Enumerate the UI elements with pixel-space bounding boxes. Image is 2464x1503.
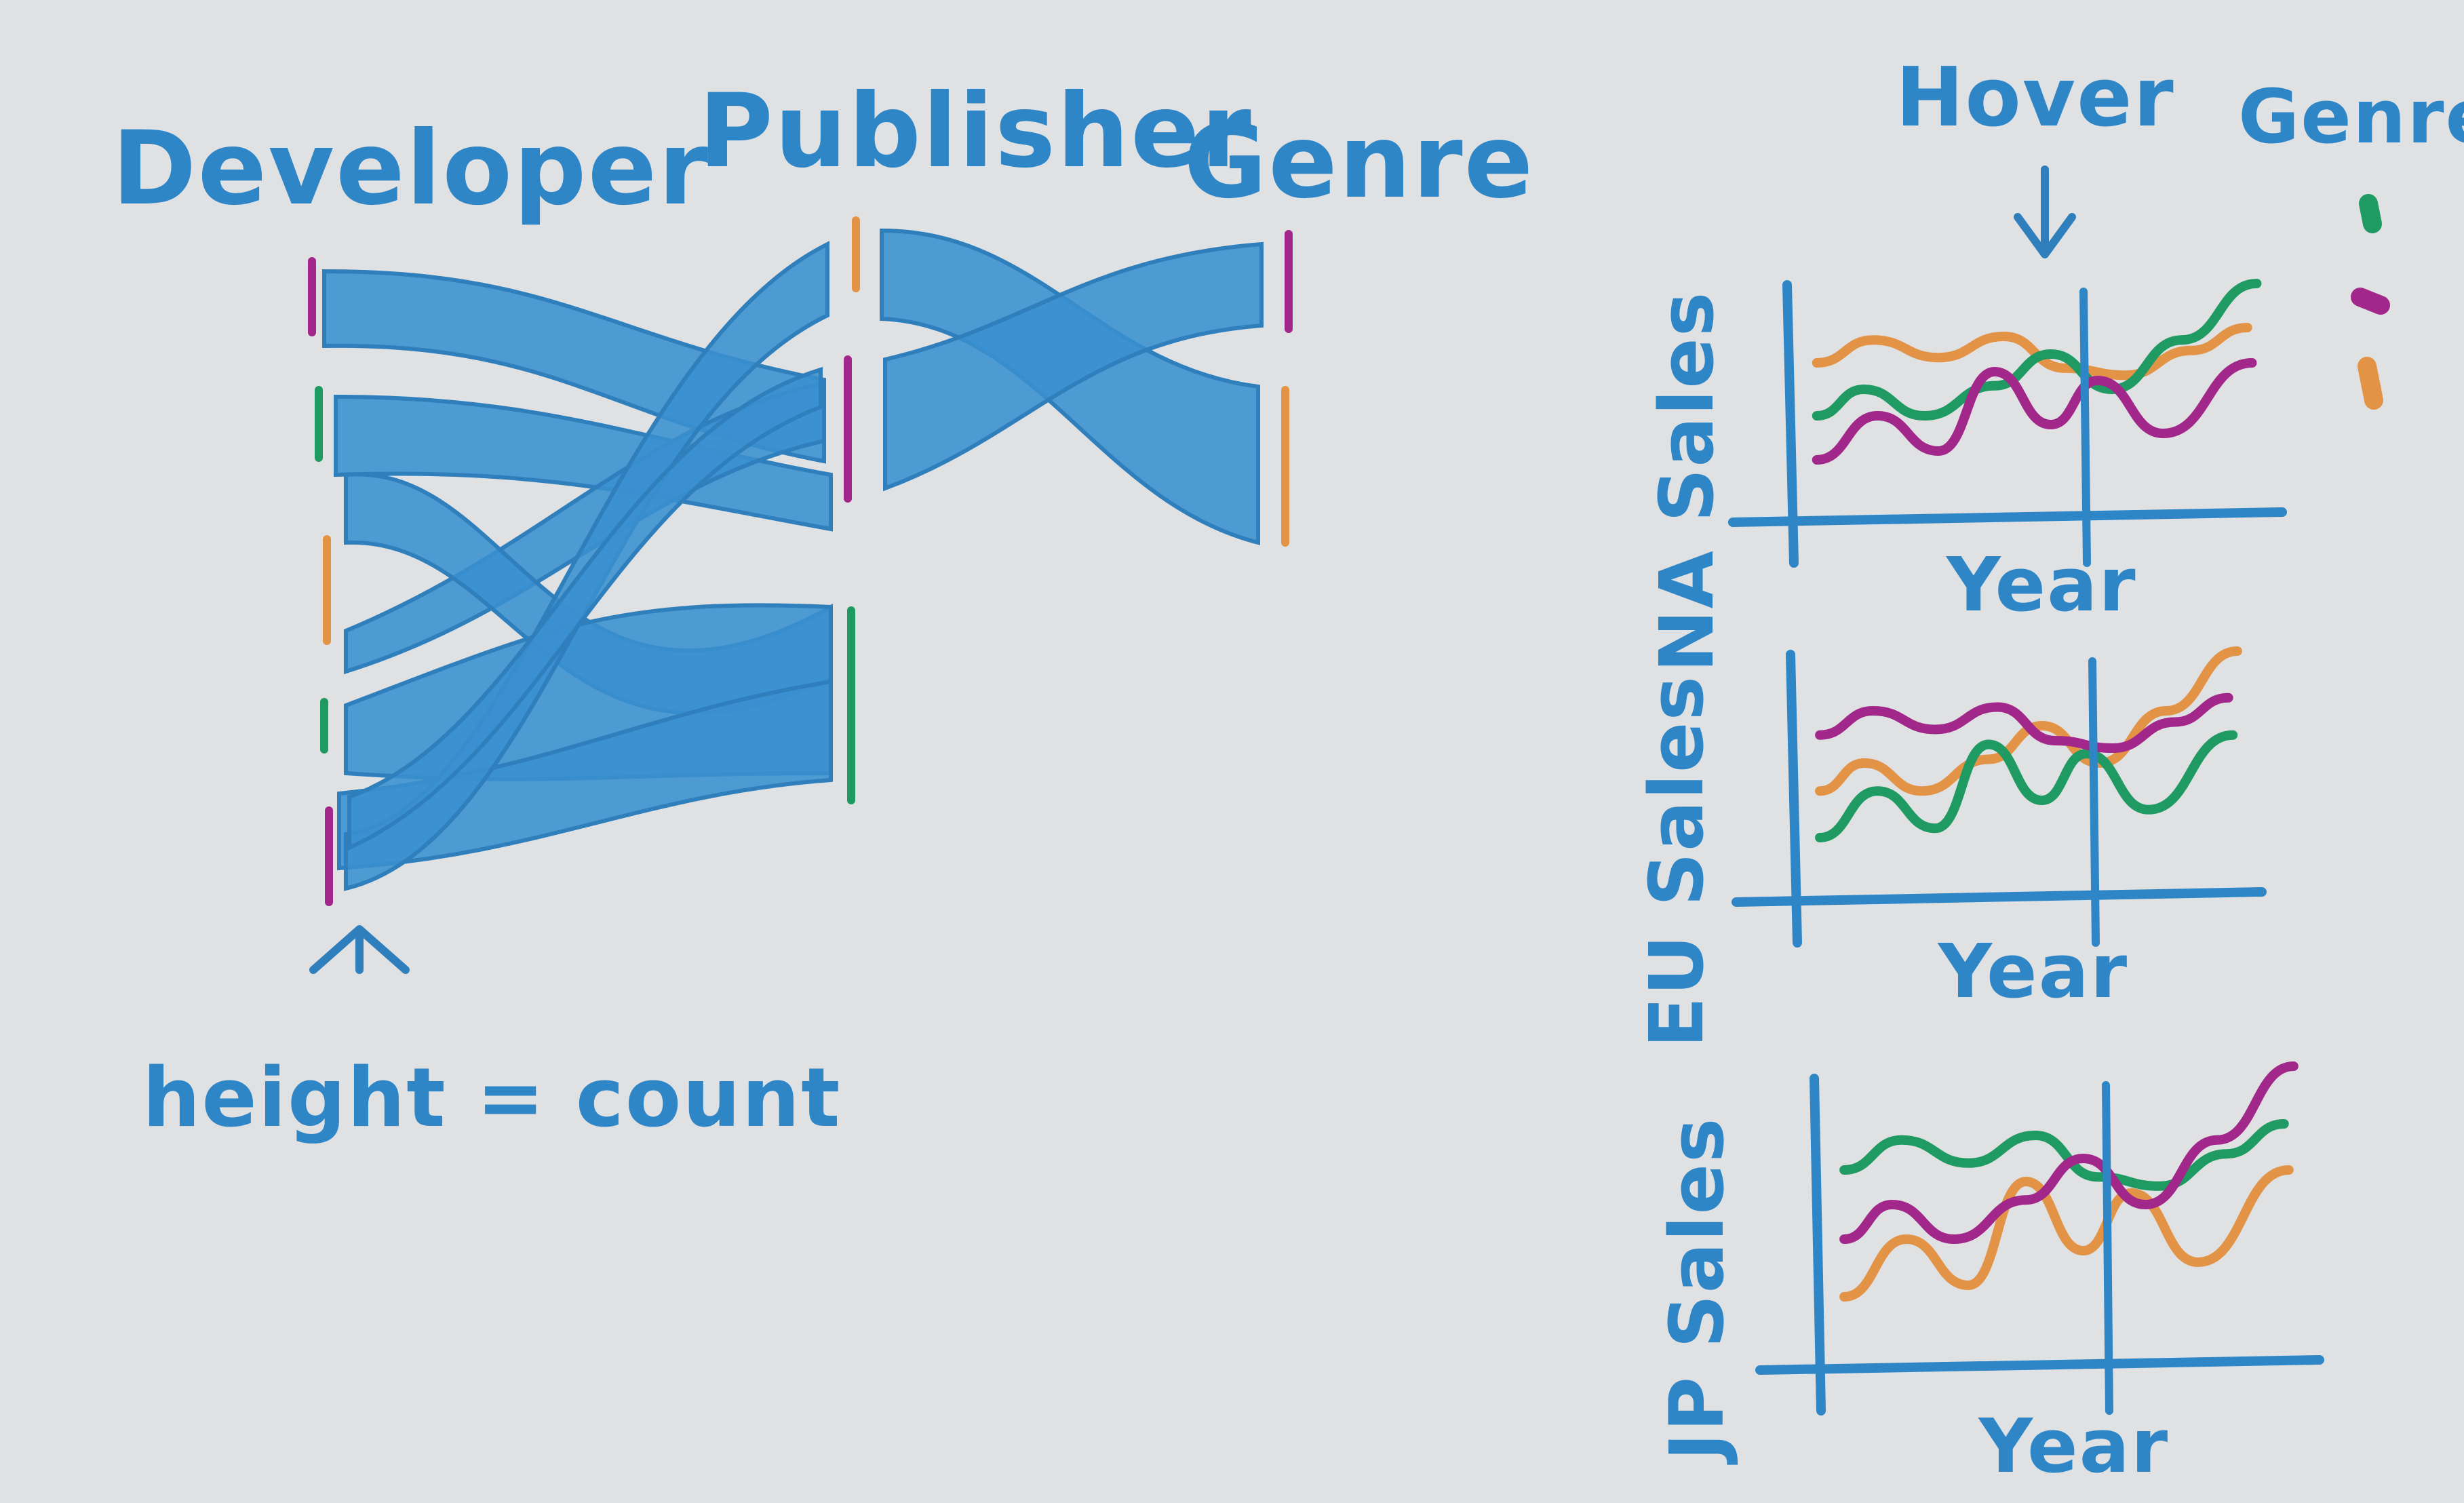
line-chart: Year JP Sales xyxy=(1654,1061,2324,1489)
parallel-sets-diagram: Developer Publisher Genre xyxy=(112,73,1534,1146)
series-line-purple xyxy=(1839,1061,2299,1245)
series-line-green xyxy=(1839,1119,2289,1191)
ribbons-developer-publisher xyxy=(322,241,833,891)
arrow-down-icon xyxy=(2014,165,2076,258)
publisher-nodes xyxy=(844,216,860,804)
hover-line[interactable] xyxy=(2102,1081,2113,1415)
height-count-note: height = count xyxy=(142,1051,842,1146)
y-axis xyxy=(1786,650,1802,948)
line-chart: Year EU Sales xyxy=(1633,646,2267,1048)
series-line-orange xyxy=(1812,323,2252,380)
series-line-purple xyxy=(1815,692,2233,754)
column-title-developer: Developer xyxy=(112,110,709,228)
y-axis-label: EU Sales xyxy=(1633,675,1720,1048)
column-title-genre: Genre xyxy=(1184,103,1534,221)
hover-label: Hover xyxy=(1896,51,2175,145)
legend-swatch-purple xyxy=(2351,288,2390,315)
ribbons-publisher-genre xyxy=(880,228,1264,545)
y-axis-label: JP Sales xyxy=(1654,1116,1740,1465)
ribbon xyxy=(883,241,1264,492)
ribbon xyxy=(347,366,823,851)
y-axis xyxy=(1810,1074,1826,1416)
legend-title: Genres xyxy=(2238,73,2464,160)
x-axis xyxy=(1732,887,2267,907)
legend-swatch-green xyxy=(2359,194,2382,233)
column-title-publisher: Publisher xyxy=(699,73,1253,191)
series-line-green xyxy=(1815,730,2238,842)
x-axis xyxy=(1728,507,2287,527)
x-axis-label: Year xyxy=(1945,541,2137,628)
arrow-up-icon xyxy=(309,925,410,974)
series-line-orange xyxy=(1839,1165,2294,1302)
x-axis xyxy=(1755,1355,2324,1375)
x-axis-label: Year xyxy=(1937,928,2129,1015)
legend-swatch-orange xyxy=(2358,357,2383,410)
y-axis-label: NA Sales xyxy=(1643,291,1730,673)
line-chart: Year NA Sales xyxy=(1643,279,2287,673)
series-line-purple xyxy=(1812,358,2257,465)
series-line-orange xyxy=(1815,646,2242,796)
hover-annotation: Hover xyxy=(1896,51,2175,258)
genre-legend: Genres xyxy=(2238,73,2464,410)
series-line-green xyxy=(1812,279,2262,421)
x-axis-label: Year xyxy=(1978,1403,2170,1489)
genre-nodes xyxy=(1281,230,1293,547)
developer-nodes xyxy=(308,257,333,906)
ribbon xyxy=(337,679,833,871)
legend-swatches xyxy=(2351,194,2390,410)
ribbon xyxy=(334,394,833,532)
hover-line[interactable] xyxy=(2079,288,2091,567)
hover-line[interactable] xyxy=(2088,657,2100,947)
